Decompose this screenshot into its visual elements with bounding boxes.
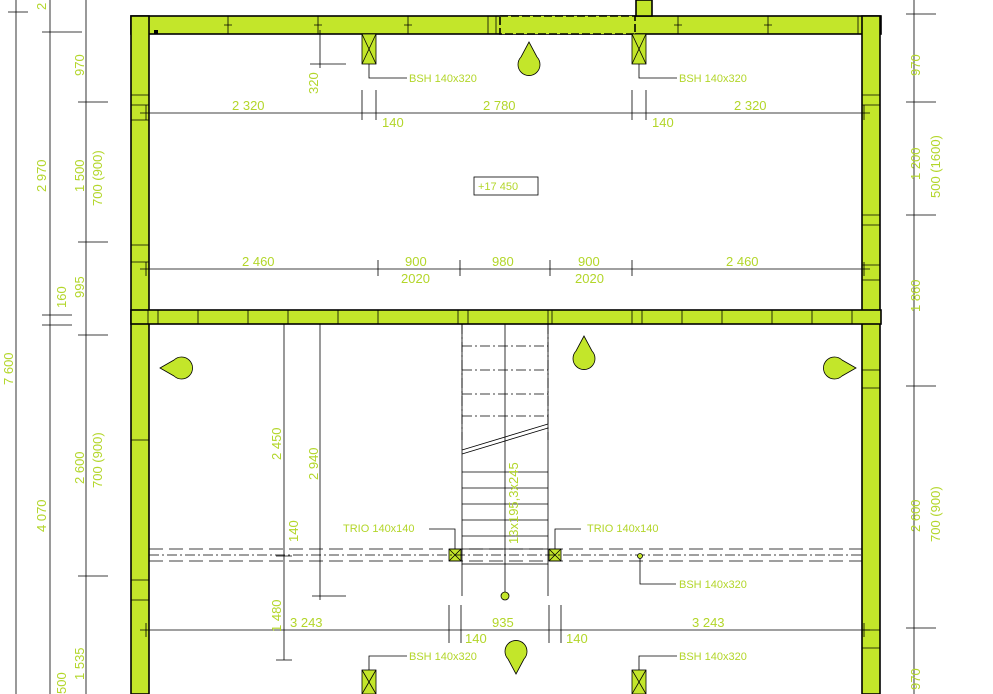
dim-4070: 4 070 bbox=[34, 499, 49, 532]
dim-1500: 1 500 bbox=[72, 159, 87, 192]
dim-2020-a: 2020 bbox=[401, 271, 430, 286]
dim-700-900-c: 700 (900) bbox=[928, 486, 943, 542]
label-bsh-top-left: BSH 140x320 bbox=[409, 73, 477, 85]
dim-980: 980 bbox=[492, 254, 514, 269]
dim-1860: 1 860 bbox=[908, 279, 923, 312]
beams bbox=[361, 33, 647, 694]
stair-label: 13x195,3x245 bbox=[506, 462, 521, 544]
dim-995: 995 bbox=[72, 276, 87, 298]
dim-700-900-b: 700 (900) bbox=[90, 432, 105, 488]
leaders bbox=[368, 64, 677, 670]
dim-2970: 2 970 bbox=[34, 159, 49, 192]
dim-2020-b: 2020 bbox=[575, 271, 604, 286]
level-label: +17 450 bbox=[478, 181, 518, 193]
dim-500-1600: 500 (1600) bbox=[928, 135, 943, 198]
dim-top-cut: 2 bbox=[34, 3, 49, 10]
dim-1200: 1 200 bbox=[908, 147, 923, 180]
dim-2780: 2 780 bbox=[483, 98, 516, 113]
dim-900-b: 900 bbox=[578, 254, 600, 269]
dim-160: 160 bbox=[54, 286, 69, 308]
dim-2320-a: 2 320 bbox=[232, 98, 265, 113]
level-box bbox=[473, 176, 539, 196]
section-markers bbox=[159, 41, 857, 675]
dim-2600-right: 2 600 bbox=[908, 499, 923, 532]
dim-140-bottom-b: 140 bbox=[566, 631, 588, 646]
stair bbox=[461, 323, 549, 601]
dim-3243-b: 3 243 bbox=[692, 615, 725, 630]
dim-2460-b: 2 460 bbox=[726, 254, 759, 269]
beam-lines bbox=[149, 548, 862, 562]
dim-2450: 2 450 bbox=[269, 427, 284, 460]
label-trio-right: TRIO 140x140 bbox=[587, 523, 659, 535]
dim-970-left: 970 bbox=[72, 54, 87, 76]
label-bsh-top-right: BSH 140x320 bbox=[679, 73, 747, 85]
dim-3243-a: 3 243 bbox=[290, 615, 323, 630]
dim-970-right-b: 970 bbox=[908, 668, 923, 690]
dim-970-right: 970 bbox=[908, 54, 923, 76]
dim-700-900-a: 700 (900) bbox=[90, 150, 105, 206]
dim-935: 935 bbox=[492, 615, 514, 630]
label-bsh-bottom-right: BSH 140x320 bbox=[679, 651, 747, 663]
label-bsh-mid: BSH 140x320 bbox=[679, 579, 747, 591]
dim-2600-left: 2 600 bbox=[72, 451, 87, 484]
dim-900-a: 900 bbox=[405, 254, 427, 269]
dim-140-bottom-a: 140 bbox=[465, 631, 487, 646]
dim-total: 7 600 bbox=[1, 352, 16, 385]
dim-1535: 1 535 bbox=[72, 647, 87, 680]
dim-1480: 1 480 bbox=[269, 599, 284, 632]
dim-2940: 2 940 bbox=[306, 447, 321, 480]
label-trio-left: TRIO 140x140 bbox=[343, 523, 415, 535]
dim-lines-horizontal bbox=[140, 90, 870, 643]
dim-140-top-b: 140 bbox=[652, 115, 674, 130]
dim-500: 500 bbox=[54, 672, 69, 694]
dim-2320-b: 2 320 bbox=[734, 98, 767, 113]
label-bsh-bottom-left: BSH 140x320 bbox=[409, 651, 477, 663]
dim-140-top-a: 140 bbox=[382, 115, 404, 130]
dim-140-vert: 140 bbox=[286, 520, 301, 542]
dim-320: 320 bbox=[306, 72, 321, 94]
dim-lines-vertical bbox=[8, 0, 936, 694]
dim-2460-a: 2 460 bbox=[242, 254, 275, 269]
